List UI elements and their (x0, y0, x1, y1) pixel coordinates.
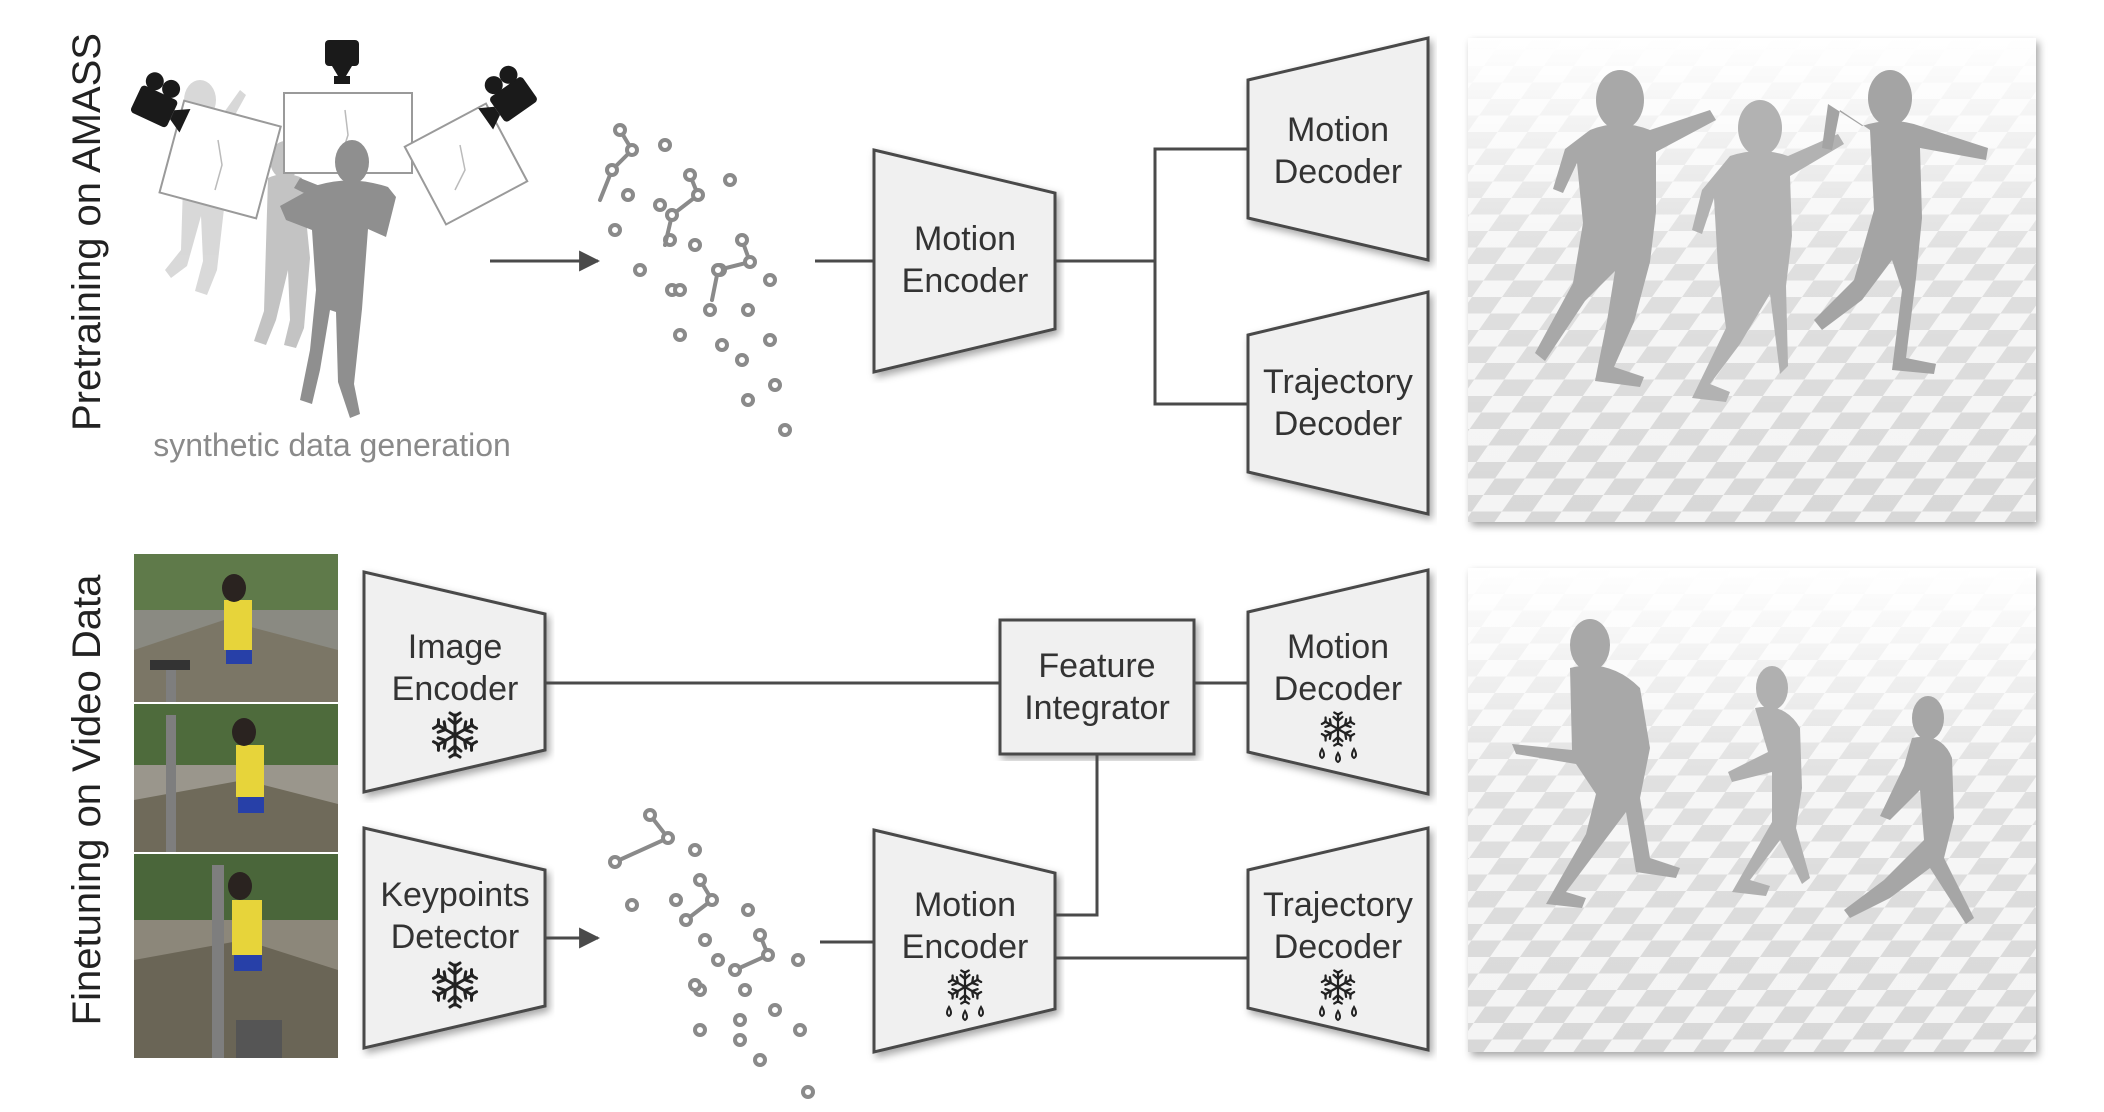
bottom-connector-lines (545, 681, 1248, 960)
motion-decoder-top (1246, 36, 1430, 262)
motion-encoder-top-label-2: Encoder (902, 262, 1029, 300)
motion-decoder-bottom-label-1: Motion (1287, 628, 1389, 666)
image-encoder-label-2: Encoder (392, 670, 519, 708)
keypoints-detector (362, 826, 547, 1050)
render-bottom (1468, 568, 2036, 1052)
motion-encoder-bottom-label-1: Motion (914, 886, 1016, 924)
keypoints-detector-label-2: Detector (391, 918, 520, 956)
skeleton-sequence-top (598, 123, 792, 437)
motion-decoder-bottom-label-2: Decoder (1274, 670, 1403, 708)
motion-encoder-bottom (872, 828, 1057, 1054)
video-frames (134, 554, 338, 1058)
trajectory-decoder-top-label-2: Decoder (1274, 405, 1403, 443)
row-label-finetuning: Finetuning on Video Data (65, 574, 109, 1025)
trajectory-decoder-top (1246, 290, 1430, 516)
image-encoder-label-1: Image (408, 628, 503, 666)
motion-decoder-bottom (1246, 568, 1430, 796)
motion-encoder-bottom-label-2: Encoder (902, 928, 1029, 966)
top-branch-lines (1055, 147, 1248, 406)
feature-integrator (998, 618, 1196, 756)
trajectory-decoder-bottom-label-2: Decoder (1274, 928, 1403, 966)
video-frame-1 (134, 554, 338, 702)
keypoints-detector-label-1: Keypoints (380, 876, 529, 914)
row-label-pretraining: Pretraining on AMASS (65, 33, 109, 431)
trajectory-decoder-top-label-1: Trajectory (1263, 363, 1413, 401)
trajectory-decoder-bottom (1246, 826, 1430, 1052)
motion-encoder-top (872, 148, 1057, 374)
synthetic-data-caption: synthetic data generation (153, 427, 511, 463)
motion-decoder-top-label-1: Motion (1287, 111, 1389, 149)
video-frame-3 (134, 854, 338, 1058)
image-encoder (362, 570, 547, 794)
synthetic-data-figure (129, 40, 539, 418)
skeleton-sequence-bottom (608, 808, 815, 1099)
feature-integrator-label-1: Feature (1038, 647, 1155, 685)
feature-integrator-label-2: Integrator (1024, 689, 1170, 727)
motion-encoder-top-label-1: Motion (914, 220, 1016, 258)
motion-decoder-top-label-2: Decoder (1274, 153, 1403, 191)
trajectory-decoder-bottom-label-1: Trajectory (1263, 886, 1413, 924)
render-top (1468, 38, 2036, 522)
video-frame-2 (134, 704, 338, 852)
